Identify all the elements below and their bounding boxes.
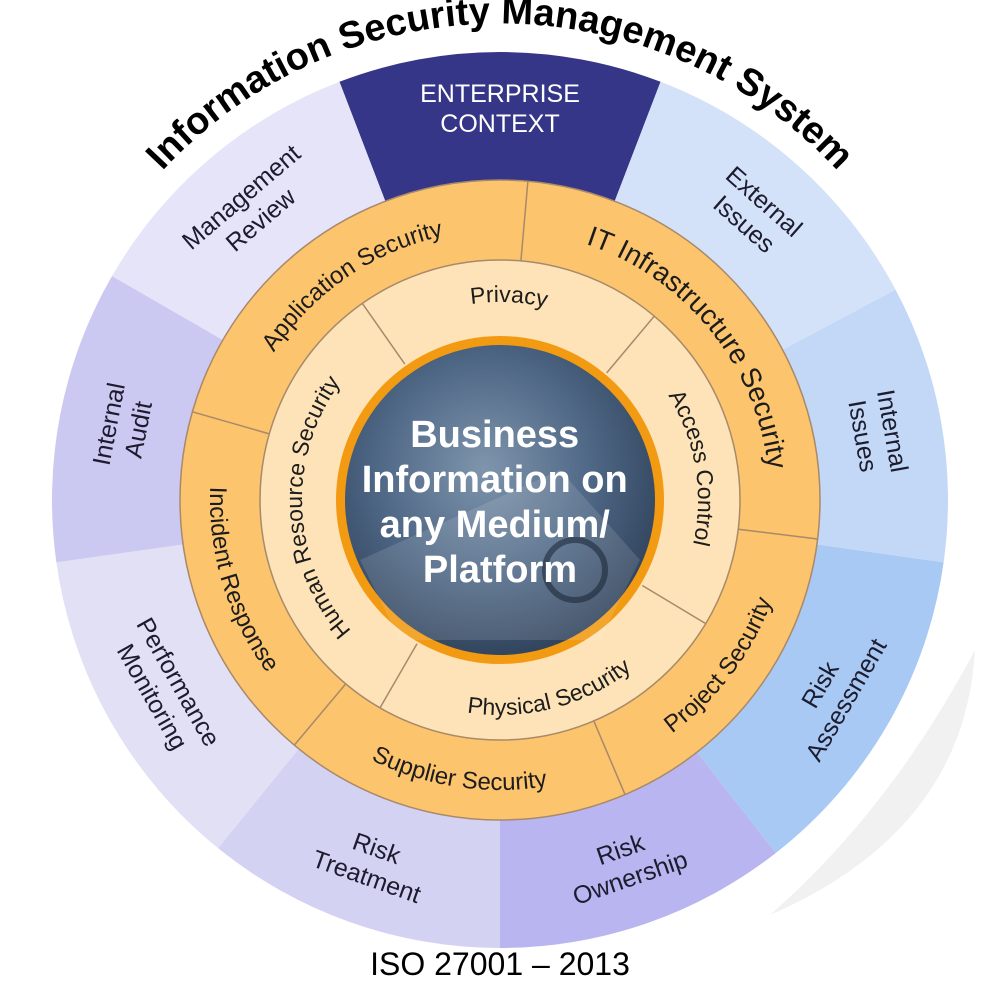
inner-divider (361, 302, 406, 365)
middle-divider (520, 181, 529, 261)
background-swoosh (770, 650, 975, 915)
outer-segment-management-review (112, 81, 386, 340)
outer-segment-risk-treatment (218, 748, 501, 948)
core-line: Platform (423, 549, 577, 591)
inner-divider (641, 584, 707, 625)
middle-divider (293, 683, 347, 746)
outer-segment-risk-assessment (697, 544, 944, 854)
core-photo-background (345, 345, 655, 655)
core-line: Business (410, 414, 579, 456)
footer-label: ISO 27001 – 2013 (370, 946, 630, 982)
outer-segment-enterprise-context (339, 52, 661, 202)
outer-label-line: ENTERPRISE (420, 80, 580, 108)
core-line: any Medium/ (380, 504, 611, 546)
outer-segment-internal-audit (51, 276, 223, 563)
outer-label-line: CONTEXT (440, 110, 559, 138)
middle-divider (192, 411, 270, 435)
outer-segment-internal-issues (782, 289, 948, 563)
outer-segment-risk-ownership (500, 752, 776, 948)
core-line: Information on (362, 459, 628, 501)
inner-divider (379, 643, 418, 709)
outer-segment-performance-monitoring (56, 544, 299, 849)
core-circle: Business Information on any Medium/ Plat… (336, 336, 664, 664)
outer-segment-external-issues (614, 81, 896, 350)
middle-divider (593, 720, 626, 795)
inner-label-privacy: Privacy (469, 281, 551, 312)
inner-divider (606, 315, 655, 374)
core-label: Business Information on any Medium/ Plat… (362, 414, 639, 591)
middle-divider (738, 528, 818, 540)
